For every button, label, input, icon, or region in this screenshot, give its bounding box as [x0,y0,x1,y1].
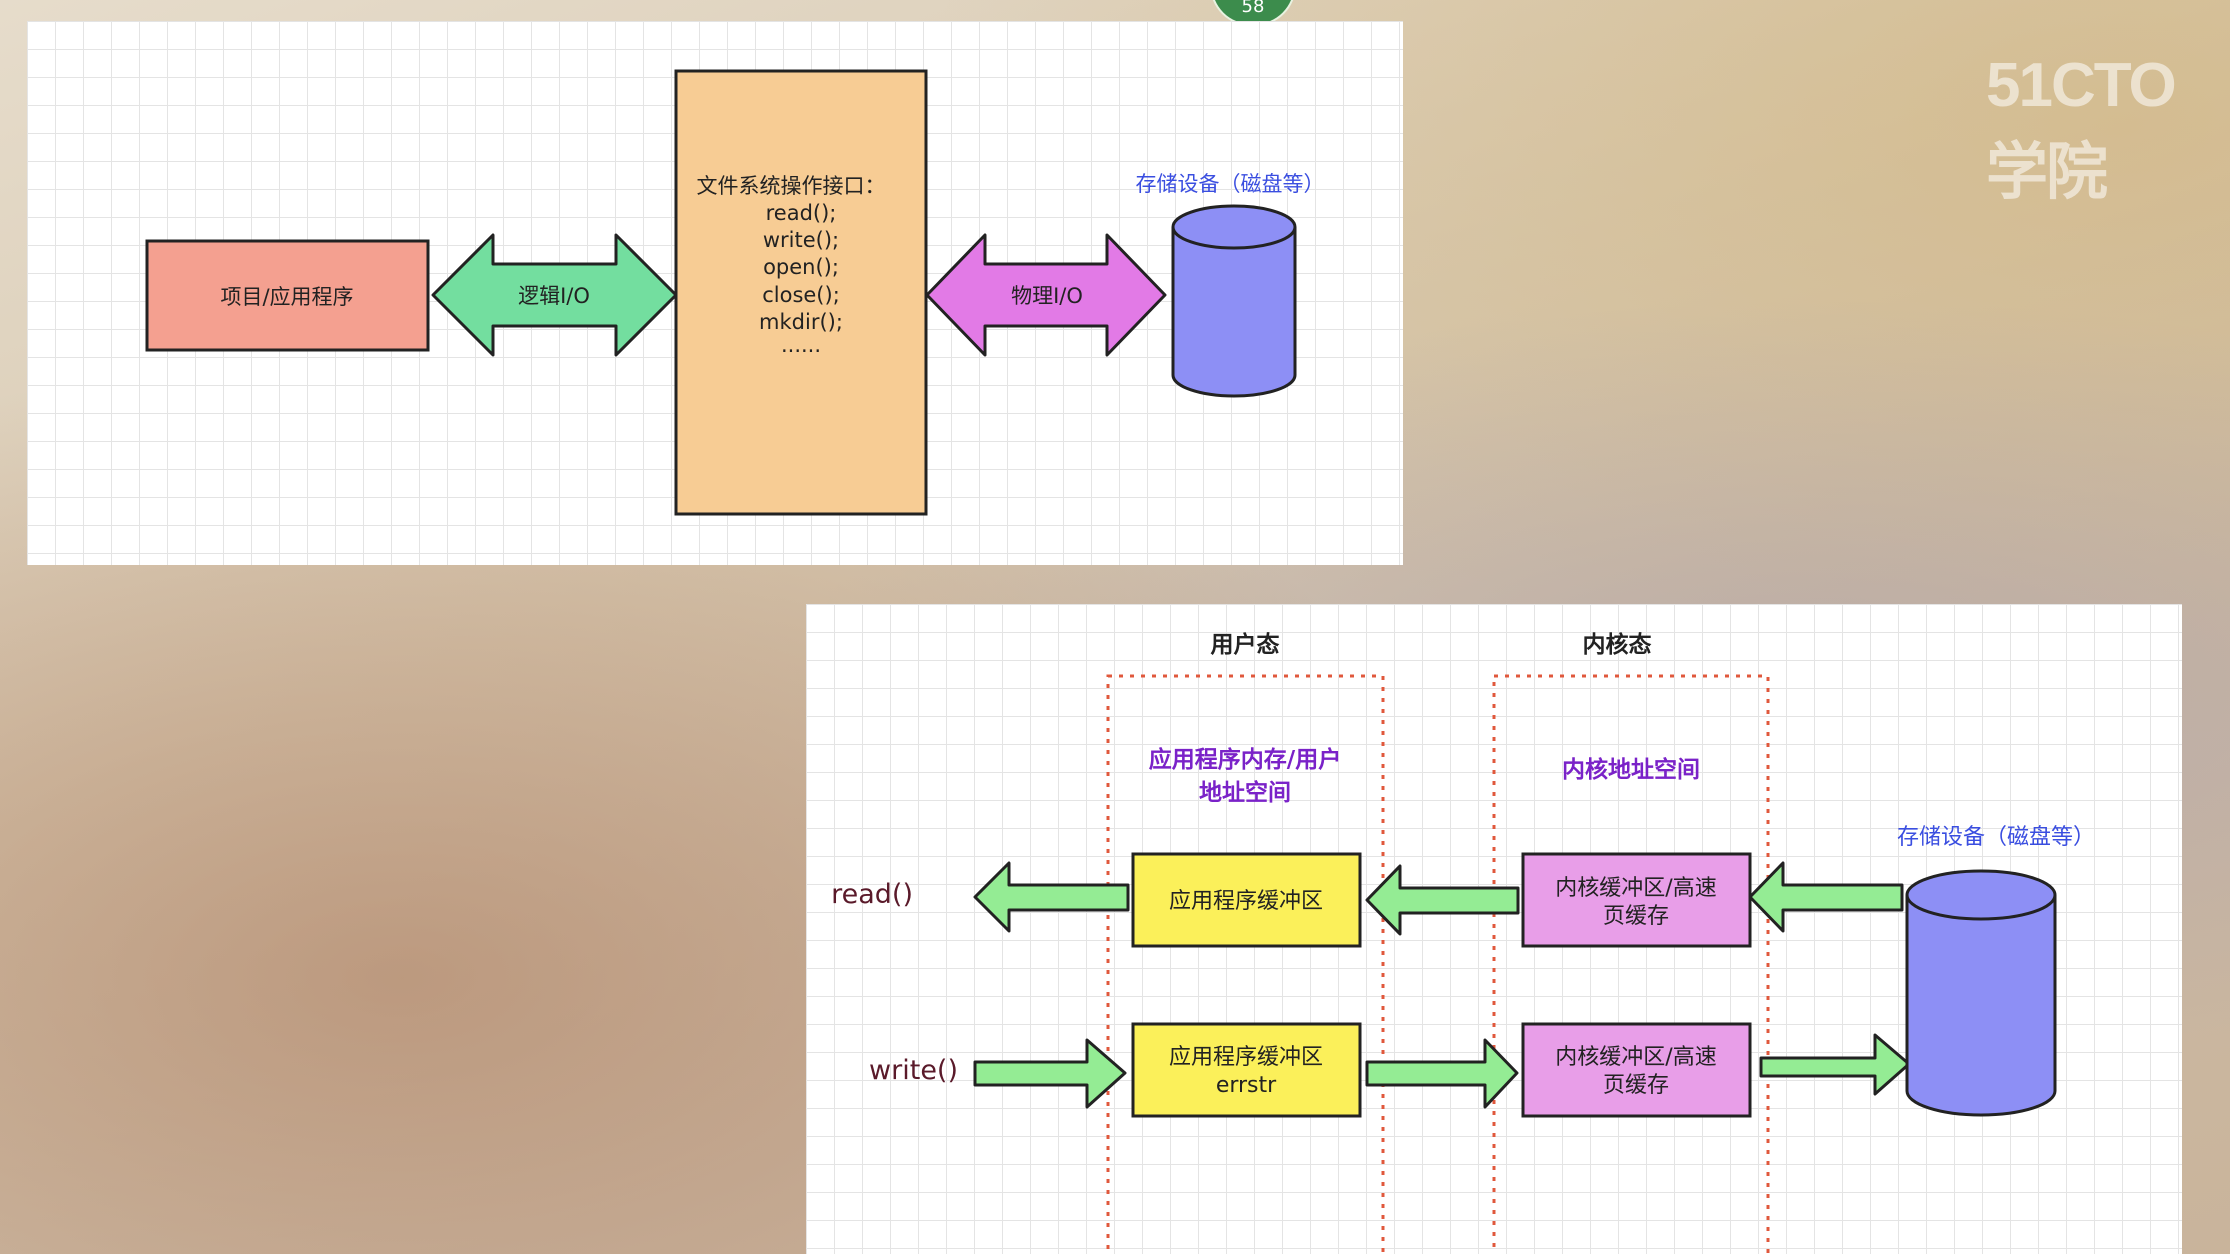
app-buffer-read-box [1131,852,1362,948]
write-arrow-to-kernel-buffer [1365,1038,1519,1109]
read-arrow-to-app-buffer [1365,864,1520,936]
app-box [145,239,430,352]
kernel-buffer-read-label: 页缓存 [1603,904,1669,929]
buffer-flow-diagram: 用户态 内核态 应用程序内存/用户 地址空间 内核地址空间 存储设备（磁盘等） … [806,604,2182,1254]
app-buffer-write-box [1131,1022,1362,1118]
storage-cylinder [1171,204,1297,398]
kernel-space-title: 内核地址空间 [1562,756,1700,783]
app-box-label: 项目/应用程序 [220,285,353,309]
fs-method: close(); [762,283,840,307]
user-mode-header: 用户态 [1211,631,1280,658]
fs-method: write(); [763,228,839,252]
kernel-mode-header: 内核态 [1583,631,1652,658]
write-arrow-to-app-buffer [973,1038,1127,1109]
logical-io-label: 逻辑I/O [518,284,590,308]
storage-label: 存储设备（磁盘等） [1897,825,2095,850]
kernel-buffer-write-label: 页缓存 [1603,1073,1669,1098]
fs-method: open(); [763,255,839,279]
watermark-logo: 51CTO学院 [1986,51,2177,207]
kernel-buffer-write-box [1521,1022,1752,1118]
kernel-buffer-read-label: 内核缓冲区/高速 [1555,876,1716,901]
storage-label: 存储设备（磁盘等） [1136,172,1325,196]
fs-method: read(); [766,201,837,225]
physical-io-label: 物理I/O [1011,284,1083,308]
write-arrow-to-storage [1759,1033,1911,1096]
user-space-title: 地址空间 [1199,779,1291,806]
fs-method: mkdir(); [759,310,843,334]
kernel-buffer-write-label: 内核缓冲区/高速 [1555,1045,1716,1070]
kernel-buffer-read-box [1521,852,1752,948]
read-arrow-to-user [973,861,1130,933]
app-buffer-write-label: 应用程序缓冲区 [1169,1045,1323,1070]
io-layers-diagram: 项目/应用程序 逻辑I/O 文件系统操作接口： read(); write();… [27,21,1403,565]
fs-interface-box [674,69,928,516]
kernel-space-region [1492,674,1770,1254]
app-buffer-read-label: 应用程序缓冲区 [1169,889,1323,914]
read-label: read() [831,879,913,910]
user-space-title: 应用程序内存/用户 [1149,746,1341,773]
physical-io-arrow [925,233,1167,357]
fs-interface-title: 文件系统操作接口： [697,174,886,198]
user-space-region [1106,674,1385,1254]
app-buffer-write-label: errstr [1216,1073,1277,1098]
write-label: write() [869,1055,958,1086]
storage-cylinder [1905,869,2057,1117]
fs-method: ...... [781,333,821,357]
read-arrow-to-kernel-buffer [1748,861,1904,933]
